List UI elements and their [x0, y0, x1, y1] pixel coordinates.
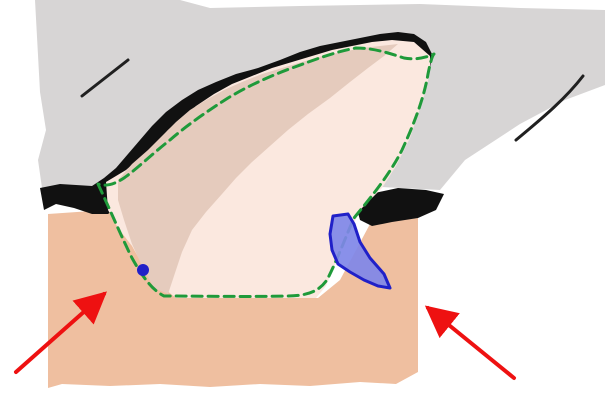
blue-dot-left [137, 264, 149, 276]
right-arrow [428, 308, 514, 378]
